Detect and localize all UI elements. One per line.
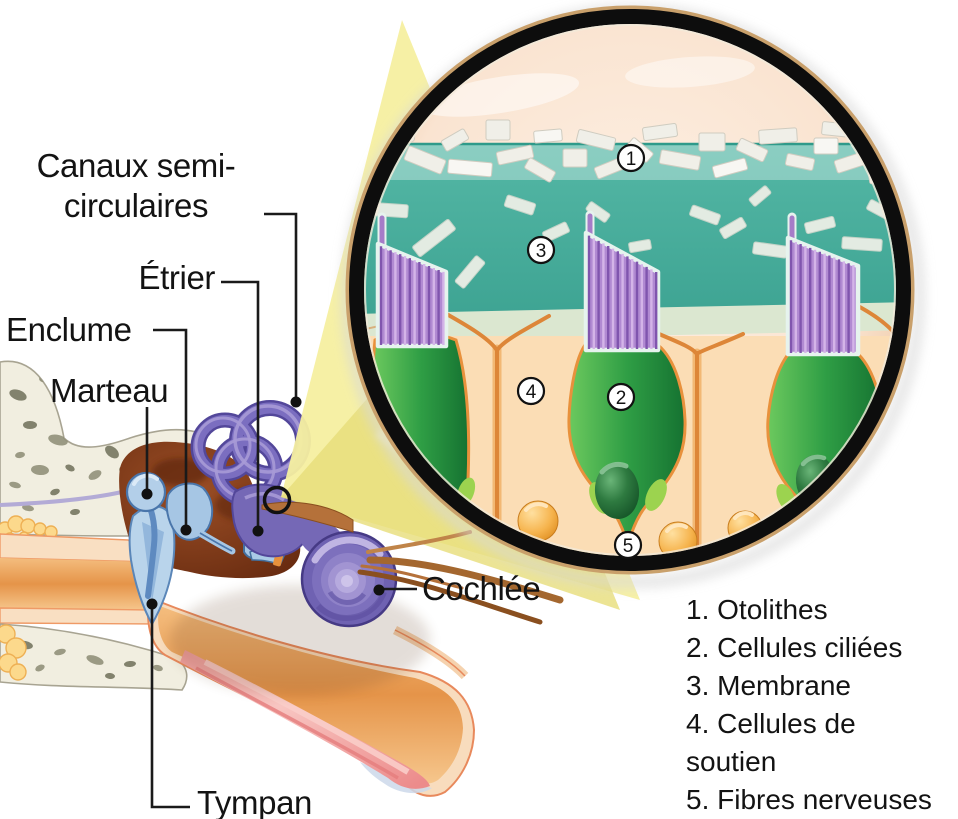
inset-ring [349,9,911,571]
marker-4: 4 [516,376,546,406]
inset-outer-rim [345,5,915,575]
ear-canal-left [0,533,164,625]
inset-legend: 1. Otolithes 2. Cellules ciliées 3. Memb… [686,591,944,819]
svg-text:2: 2 [616,388,627,409]
legend-item-otolithes: 1. Otolithes [686,594,828,625]
label-stapes: Étrier [138,259,216,296]
legend-item-membrane: 3. Membrane [686,670,851,701]
svg-text:1: 1 [626,149,637,170]
label-semicircular-canals: Canaux semi-circulaires [36,147,236,224]
legend-item-cellules-ciliees: 2. Cellules ciliées [686,632,903,663]
cochlea [300,530,398,628]
label-malleus: Marteau [50,372,169,409]
stereocilia-bundles [375,210,861,357]
magnified-spot-marker [262,485,292,515]
label-eardrum: Tympan [197,784,312,819]
marker-2: 2 [606,382,636,412]
incus [165,482,214,541]
fat-cells-lower [0,624,27,681]
leader-lines [145,212,417,809]
fat-cells-upper [0,515,58,546]
external-ear-canal [147,585,476,797]
label-cochlea: Cochlée [422,570,541,607]
legend-item-cellules-de-soutien: 4. Cellules de soutien [686,708,856,777]
svg-text:4: 4 [526,382,537,403]
svg-text:3: 3 [536,241,547,262]
marker-3: 3 [526,235,556,265]
leader-dots [141,396,385,610]
bone-lining [0,490,123,507]
svg-text:5: 5 [623,536,634,557]
auditory-nerve-fibres [261,501,564,625]
legend-item-fibres-nerveuses: 5. Fibres nerveuses [686,784,932,815]
inset-markers: 1 3 4 2 5 [516,143,646,560]
marker-1: 1 [616,143,646,173]
label-incus: Enclume [6,311,132,348]
marker-5: 5 [613,530,643,560]
